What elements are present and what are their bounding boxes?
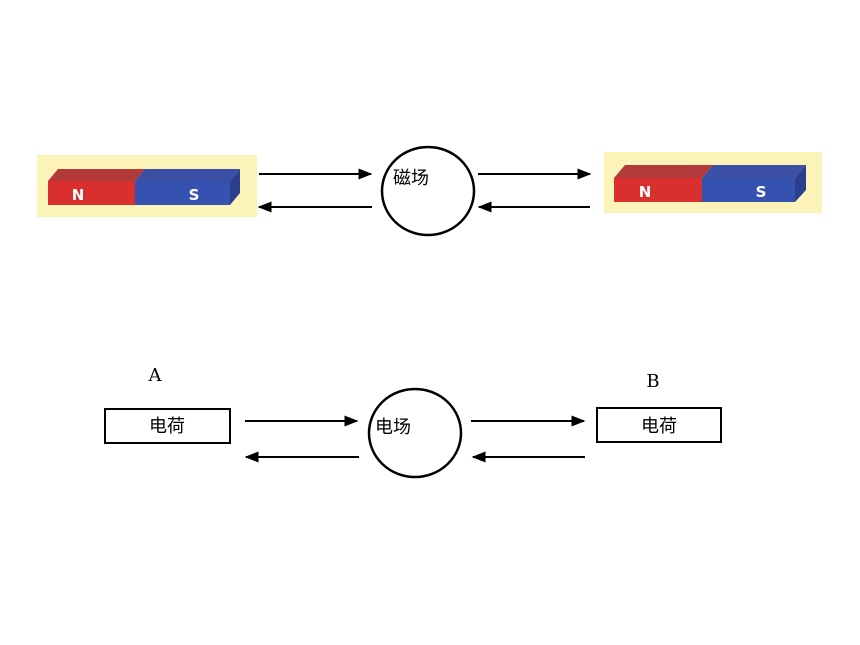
left-magnet-north-pole [48,181,135,205]
right-magnet: N S [604,152,822,213]
left-magnet-south-label: S [189,186,200,204]
electric-field-label: 电场 [375,417,411,438]
right-magnet-south-side [795,165,806,202]
right-magnet-south-pole [702,178,795,202]
magnetic-field-circle [380,145,476,237]
label-a: A [148,365,163,386]
left-magnet-south-pole [135,181,230,205]
right-charge-label: 电荷 [641,416,677,437]
magnetic-field-label: 磁场 [393,168,429,189]
left-magnet-north-label: N [72,186,85,204]
left-magnet-south-top [135,169,240,181]
right-magnet-south-top [702,165,806,178]
left-charge-label: 电荷 [149,416,185,437]
right-magnet-north-top [614,165,713,178]
left-magnet-north-top [48,169,145,181]
right-magnet-south-label: S [756,183,767,201]
right-magnet-north-label: N [639,183,652,201]
left-charge-box [104,408,231,444]
electric-field-circle [367,387,463,479]
left-magnet: N S [37,155,257,217]
right-charge-box [596,407,722,443]
right-magnet-north-pole [614,178,702,202]
left-magnet-south-side [230,169,240,205]
label-b: B [646,371,659,392]
